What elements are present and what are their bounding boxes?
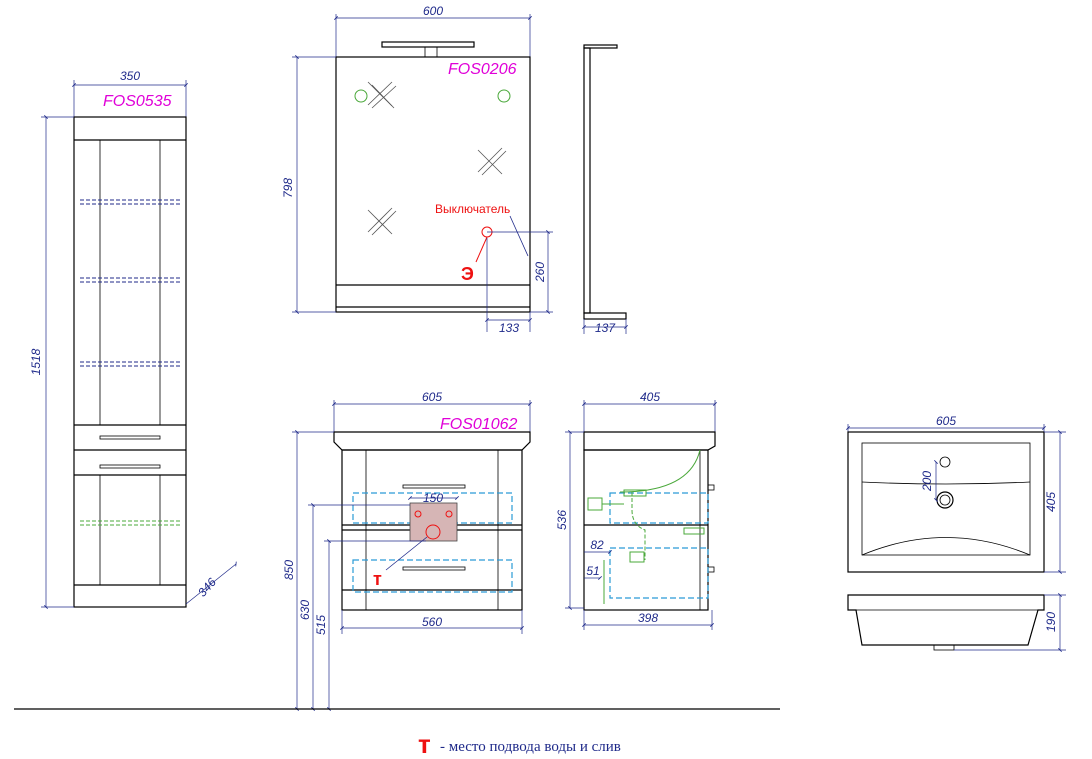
basin-width-label: 605 xyxy=(936,414,956,428)
mirror-height-label: 798 xyxy=(281,178,295,198)
vanity-side-view: 405 536 82 51 398 xyxy=(555,390,717,630)
legend: т - место подвода воды и слив xyxy=(418,729,621,759)
offset-82-label: 82 xyxy=(590,538,604,552)
switch-height-label: 260 xyxy=(533,262,547,283)
mirror-cabinet-side-view: 137 xyxy=(582,44,628,335)
basin-depth-label: 405 xyxy=(1044,492,1058,512)
opening-width-label: 150 xyxy=(423,491,443,505)
mirror-cabinet-front-view: 600 FOS0206 Выключатель Э 798 xyxy=(281,4,553,335)
vanity-body-depth-label: 398 xyxy=(638,611,658,625)
basin-side-view: 190 xyxy=(847,593,1066,652)
vanity-product-code: FOS01062 xyxy=(440,416,517,433)
basin-height-label: 190 xyxy=(1044,612,1058,632)
vanity-depth-label: 405 xyxy=(640,390,660,404)
mirror-depth-label: 137 xyxy=(595,321,616,335)
basin-top-view: 605 200 405 xyxy=(846,414,1066,574)
mirror-width-label: 600 xyxy=(423,4,443,18)
column-height-label: 1518 xyxy=(29,348,43,375)
vanity-top-width-label: 605 xyxy=(422,390,442,404)
socket-symbol: Э xyxy=(461,264,474,284)
column-depth-label: 346 xyxy=(195,575,219,599)
vanity-body-width-label: 560 xyxy=(422,615,442,629)
column-cabinet-front-view: 350 FOS0535 1518 346 xyxy=(29,69,237,609)
column-width-label: 350 xyxy=(120,69,140,83)
vanity-front-view: 605 FOS01062 150 т 560 850 xyxy=(282,390,532,711)
water-height-label: 630 xyxy=(298,600,312,620)
water-symbol: т xyxy=(373,569,382,589)
mirror-product-code: FOS0206 xyxy=(448,61,517,78)
switch-label: Выключатель xyxy=(435,202,510,216)
offset-51-label: 51 xyxy=(586,564,599,578)
tap-offset-label: 200 xyxy=(920,471,934,492)
column-product-code: FOS0535 xyxy=(103,93,172,110)
vanity-height-label: 850 xyxy=(282,560,296,580)
legend-symbol: т xyxy=(418,729,431,759)
legend-text: - место подвода воды и слив xyxy=(440,739,621,755)
vanity-side-height-label: 536 xyxy=(555,510,569,530)
drain-height-label: 515 xyxy=(314,615,328,635)
switch-offset-label: 133 xyxy=(499,321,519,335)
